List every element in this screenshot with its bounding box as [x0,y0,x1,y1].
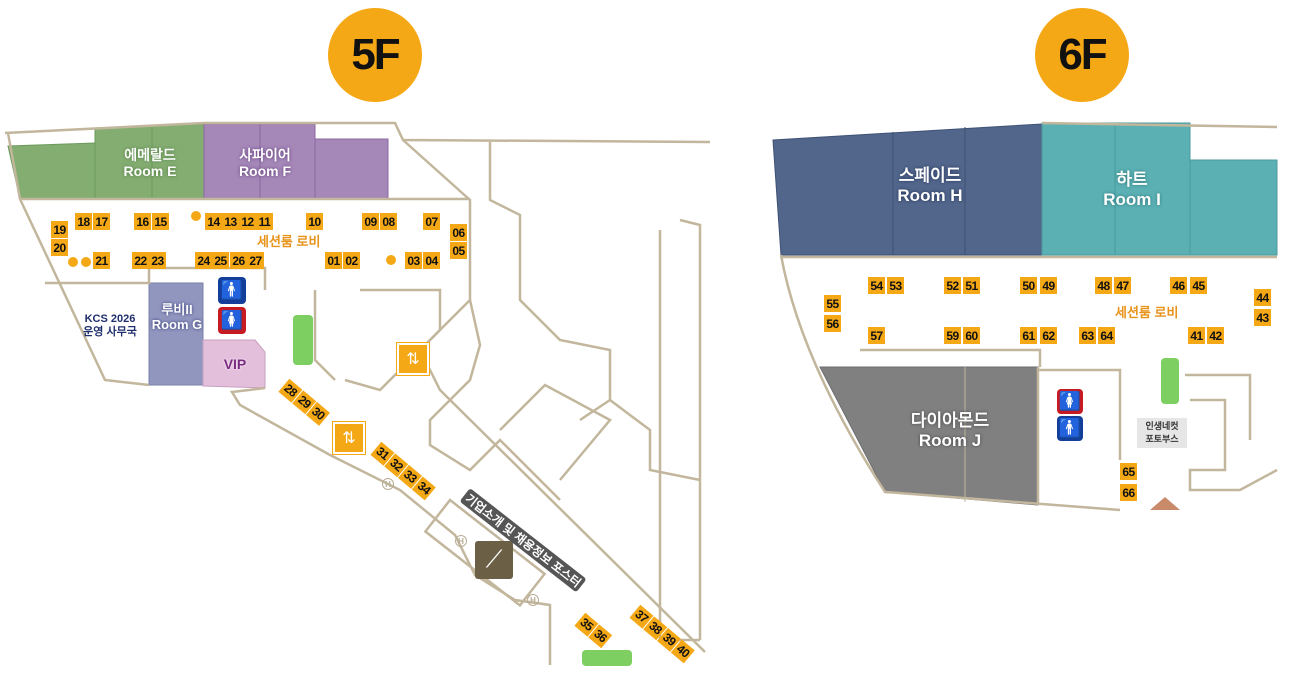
booth[interactable]: 45 [1190,277,1207,294]
booth[interactable]: 60 [963,327,980,344]
booth[interactable]: 15 [152,213,169,230]
elevator-icon: ⇅ [396,342,430,376]
booth[interactable]: 02 [343,252,360,269]
women-restroom-icon: 🚺 [218,307,246,334]
booth[interactable]: 09 [362,213,379,230]
booth[interactable]: 26 [230,252,247,269]
escalator-icon: ⟋ [475,541,513,579]
booth[interactable]: 55 [824,295,841,312]
booth[interactable]: 03 [405,252,422,269]
booth[interactable]: 62 [1040,327,1057,344]
marker-dot [386,255,396,265]
men-restroom-icon: 🚹 [218,277,246,304]
booth[interactable]: 44 [1254,289,1271,306]
booth[interactable]: 57 [868,327,885,344]
men-restroom-icon: 🚹 [1057,416,1083,441]
green-area [293,315,313,365]
booth[interactable]: 46 [1170,277,1187,294]
marker-dot [191,211,201,221]
booth[interactable]: 47 [1114,277,1131,294]
green-area [1161,358,1179,404]
booth[interactable]: 50 [1020,277,1037,294]
booth[interactable]: 07 [423,213,440,230]
booth[interactable]: 12 [239,213,256,230]
marker-dot [68,257,78,267]
elevator-icon: ⇅ [332,421,366,455]
marker-dot [81,257,91,267]
booth[interactable]: 49 [1040,277,1057,294]
booth[interactable]: 04 [423,252,440,269]
booth[interactable]: 20 [51,239,68,256]
booth[interactable]: 59 [944,327,961,344]
booth[interactable]: 24 [195,252,212,269]
booth[interactable]: 65 [1120,463,1137,480]
booth[interactable]: 53 [887,277,904,294]
booth[interactable]: 56 [824,315,841,332]
booth[interactable]: 10 [306,213,323,230]
booth[interactable]: 23 [149,252,166,269]
booth[interactable]: 43 [1254,309,1271,326]
booth[interactable]: 17 [93,213,110,230]
booth[interactable]: 05 [450,242,467,259]
green-area [582,650,632,666]
booth[interactable]: 66 [1120,484,1137,501]
booth[interactable]: 22 [132,252,149,269]
booth[interactable]: 11 [256,213,273,230]
booth[interactable]: 13 [222,213,239,230]
booth[interactable]: 51 [963,277,980,294]
booth[interactable]: 64 [1098,327,1115,344]
session-lobby-label-6f: 세션룸 로비 [1115,305,1179,320]
booth[interactable]: 54 [868,277,885,294]
booth[interactable]: 06 [450,224,467,241]
booth[interactable]: 48 [1095,277,1112,294]
floor-badge-5f: 5F [328,8,422,102]
floor-badge-6f: 6F [1035,8,1129,102]
booth[interactable]: 21 [93,252,110,269]
booth[interactable]: 08 [380,213,397,230]
booth[interactable]: 14 [205,213,222,230]
women-restroom-icon: 🚺 [1057,389,1083,414]
booth[interactable]: 52 [944,277,961,294]
booth[interactable]: 63 [1079,327,1096,344]
booth[interactable]: 27 [247,252,264,269]
booth[interactable]: 16 [134,213,151,230]
session-lobby-label-5f: 세션룸 로비 [257,234,321,249]
booth[interactable]: 41 [1188,327,1205,344]
booth[interactable]: 42 [1207,327,1224,344]
hydrant-icon: H [382,478,394,490]
booth[interactable]: 61 [1020,327,1037,344]
vip-room-label[interactable]: VIP [223,356,247,372]
booth[interactable]: 18 [75,213,92,230]
booth[interactable]: 01 [325,252,342,269]
hydrant-icon: H [527,594,539,606]
hydrant-icon: H [455,535,467,547]
booth[interactable]: 25 [212,252,229,269]
booth[interactable]: 19 [51,221,68,238]
